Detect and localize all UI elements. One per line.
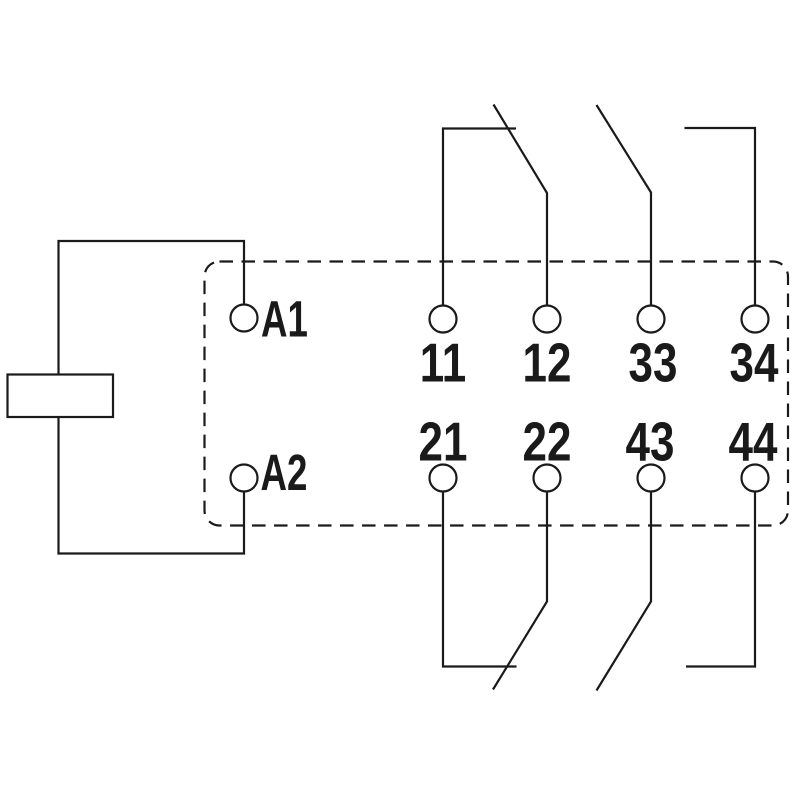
contact-12-blade-wire: [492, 103, 549, 306]
wiring-group: [6, 103, 790, 692]
terminal-a1-circle: [229, 303, 259, 333]
terminal-44-circle: [740, 463, 770, 493]
terminal-34-label: 34: [730, 332, 779, 394]
coil-symbol: [6, 373, 115, 419]
nodes-group: [6, 303, 770, 493]
terminal-a1-label: A1: [261, 292, 308, 348]
terminal-43-circle: [636, 463, 666, 493]
terminal-33-label: 33: [629, 332, 678, 394]
contact-21-fixed-wire: [441, 491, 517, 668]
contact-22-blade-wire: [492, 491, 549, 691]
relay-body-outline: [203, 260, 790, 527]
terminal-43-label: 43: [626, 411, 675, 473]
coil-wire-bottom: [57, 417, 246, 555]
terminal-44-label: 44: [729, 411, 778, 473]
contact-11-fixed-wire: [441, 127, 516, 306]
terminal-21-circle: [428, 463, 458, 493]
terminal-21-label: 21: [419, 411, 468, 473]
terminal-22-label: 22: [523, 411, 572, 473]
terminal-22-circle: [532, 463, 562, 493]
labels-group: A1 A2 11 12 33 34 21 22 43 44: [261, 292, 779, 502]
terminal-a2-label: A2: [261, 445, 308, 501]
contact-34-fixed-wire: [684, 126, 757, 306]
contact-44-fixed-wire: [686, 491, 757, 668]
terminal-12-label: 12: [523, 332, 572, 394]
coil-wire-top: [57, 239, 246, 374]
contact-33-blade-wire: [595, 104, 653, 306]
wires-group: [57, 103, 790, 692]
terminal-11-label: 11: [420, 332, 467, 394]
terminal-34-circle: [740, 304, 770, 334]
contact-43-blade-wire: [595, 491, 653, 692]
terminal-a2-circle: [229, 463, 259, 493]
terminal-11-circle: [428, 304, 458, 334]
terminal-12-circle: [532, 304, 562, 334]
terminal-33-circle: [636, 304, 666, 334]
